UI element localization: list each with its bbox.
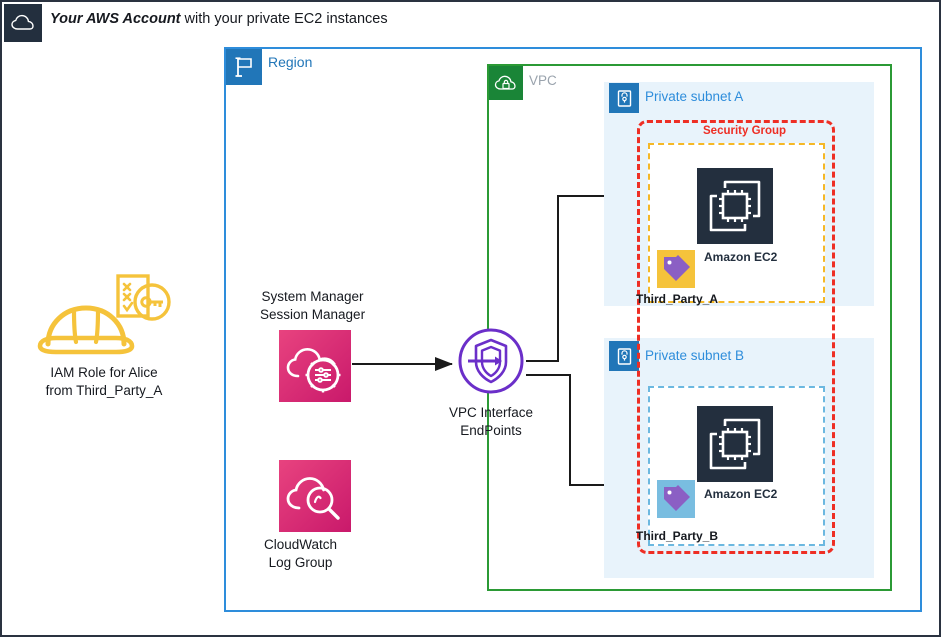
region-badge — [226, 49, 262, 85]
aws-account-badge — [4, 4, 42, 42]
vpc-label: VPC — [529, 73, 557, 88]
systems-manager-caption-line2: Session Manager — [260, 307, 366, 322]
amazon-ec2-b-label: Amazon EC2 — [704, 487, 778, 501]
vpc-endpoint-caption-line2: EndPoints — [460, 423, 522, 438]
cloudwatch-icon — [279, 460, 351, 532]
private-subnet-b-label: Private subnet B — [645, 348, 745, 363]
private-subnet-lock-icon — [617, 89, 631, 107]
resource-tag-icon — [657, 480, 695, 518]
account-title-rest: with your private EC2 instances — [180, 11, 388, 27]
private-subnet-b-badge — [609, 341, 639, 371]
iam-role-caption-line1: IAM Role for Alice — [50, 365, 158, 380]
private-subnet-a-label: Private subnet A — [645, 89, 744, 104]
amazon-ec2-icon — [697, 406, 773, 482]
owner-label-a: Third_Party_A — [636, 292, 719, 306]
vpc-cloud-lock-icon — [494, 75, 516, 90]
region-flag-icon — [235, 57, 252, 77]
systems-manager-caption-line1: System Manager — [261, 289, 364, 304]
iam-role-hardhat-icon — [30, 270, 178, 362]
systems-manager-icon — [279, 330, 351, 402]
resource-tag-icon — [657, 250, 695, 288]
vpc-endpoint-caption: VPC Interface EndPoints — [425, 404, 557, 440]
account-title: Your AWS Account with your private EC2 i… — [50, 11, 388, 27]
amazon-ec2-icon — [697, 168, 773, 244]
vpc-badge — [489, 66, 523, 100]
cloudwatch-caption: CloudWatch Log Group — [264, 536, 337, 572]
region-label: Region — [268, 54, 313, 70]
private-subnet-lock-icon — [617, 347, 631, 365]
vpc-endpoint-caption-line1: VPC Interface — [448, 405, 534, 420]
iam-role-caption-line2: from Third_Party_A — [45, 383, 163, 398]
account-title-strong: Your AWS Account — [50, 11, 181, 27]
cloudwatch-caption-line2: Log Group — [268, 555, 333, 570]
security-group-container — [637, 120, 835, 554]
region-container — [224, 47, 922, 612]
iam-role-caption: IAM Role for Alice from Third_Party_A — [30, 364, 178, 400]
vpc-interface-endpoint-icon — [457, 327, 525, 395]
private-subnet-a-badge — [609, 83, 639, 113]
cloudwatch-caption-line1: CloudWatch — [264, 537, 338, 552]
security-group-label: Security Group — [699, 125, 791, 137]
aws-cloud-icon — [11, 14, 34, 30]
systems-manager-caption: System Manager Session Manager — [260, 288, 365, 324]
amazon-ec2-a-label: Amazon EC2 — [704, 250, 778, 264]
vpc-container — [487, 64, 892, 591]
owner-label-b: Third_Party_B — [636, 529, 719, 543]
